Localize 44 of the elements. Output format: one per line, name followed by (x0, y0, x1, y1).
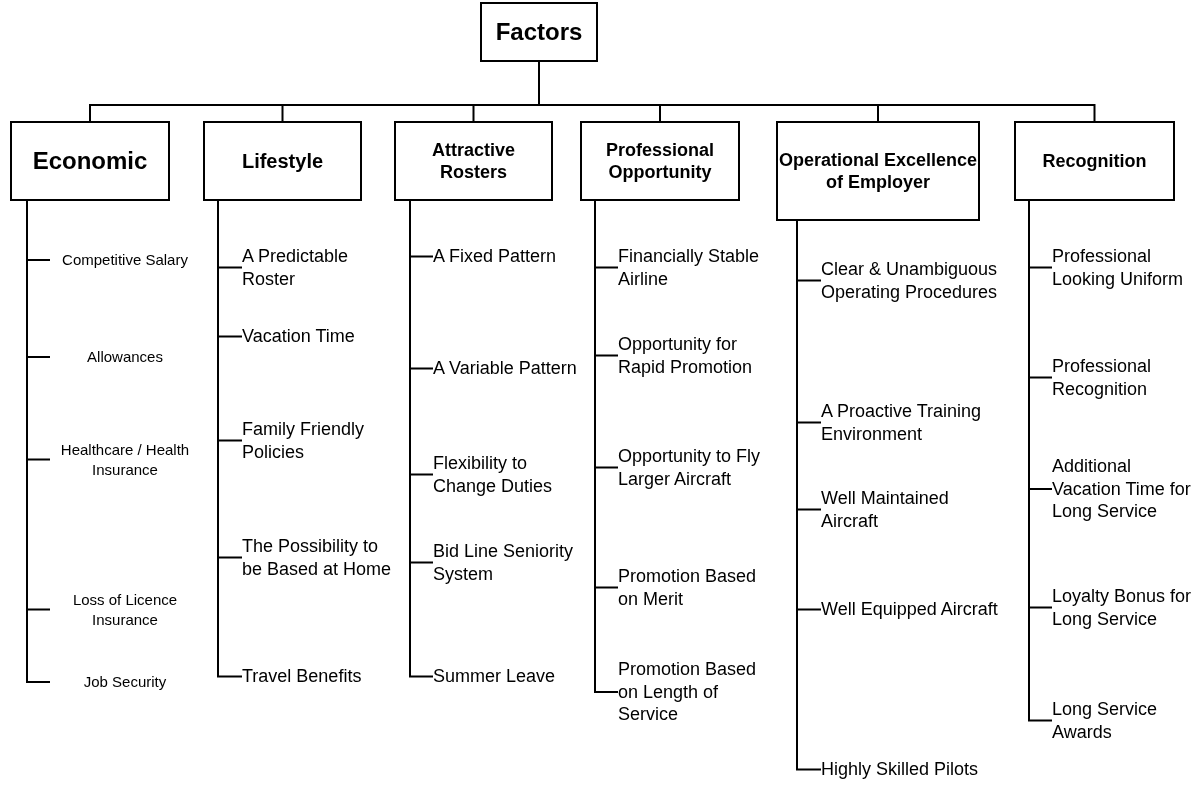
box-title: Lifestyle (241, 148, 324, 174)
factor-label: Loss of Licence Insurance (50, 590, 200, 629)
factor-label: Allowances (50, 347, 200, 367)
box-title: Recognition (1042, 149, 1147, 173)
factor-label: Highly Skilled Pilots (821, 758, 1006, 781)
factor-label: Financially Stable Airline (618, 245, 770, 290)
factor-label: A Variable Pattern (433, 357, 578, 380)
factor-label: Opportunity for Rapid Promotion (618, 333, 770, 378)
factor-label: Long Service Awards (1052, 698, 1198, 743)
factor-label: Well Equipped Aircraft (821, 598, 1006, 621)
category-box (580, 121, 740, 201)
box-title: Factors (495, 17, 583, 47)
box-title: Economic (32, 146, 148, 176)
factor-label: Healthcare / Health Insurance (50, 440, 200, 479)
factor-label: Well Maintained Aircraft (821, 487, 1006, 532)
factor-label: A Predictable Roster (242, 245, 402, 290)
factor-label: Promotion Based on Length of Service (618, 658, 770, 726)
factor-label: Professional Recognition (1052, 355, 1198, 400)
factor-label: Loyalty Bonus for Long Service (1052, 585, 1198, 630)
factor-label: Summer Leave (433, 665, 578, 688)
category-box (203, 121, 362, 201)
factor-label: Additional Vacation Time for Long Service (1052, 455, 1198, 523)
box-title: Operational Excellence of Employer (778, 148, 978, 194)
factor-label: A Proactive Training Environment (821, 400, 1006, 445)
category-box (394, 121, 553, 201)
factor-label: Bid Line Seniority System (433, 540, 578, 585)
factor-label: Family Friendly Policies (242, 418, 402, 463)
box-title: Attractive Rosters (431, 138, 516, 184)
factor-label: Opportunity to Fly Larger Aircraft (618, 445, 770, 490)
factor-label: A Fixed Pattern (433, 245, 578, 268)
factor-label: Professional Looking Uniform (1052, 245, 1198, 290)
factor-label: The Possibility to be Based at Home (242, 535, 402, 580)
factor-label: Clear & Unambiguous Operating Procedures (821, 258, 1006, 303)
box-title: Professional Opportunity (604, 138, 715, 184)
category-box (1014, 121, 1175, 201)
root-box (480, 2, 598, 62)
factor-label: Promotion Based on Merit (618, 565, 770, 610)
category-box (10, 121, 170, 201)
factor-label: Job Security (50, 672, 200, 692)
factor-label: Flexibility to Change Duties (433, 452, 578, 497)
factor-label: Travel Benefits (242, 665, 402, 688)
category-box (776, 121, 980, 221)
factor-label: Vacation Time (242, 325, 402, 348)
factor-label: Competitive Salary (50, 250, 200, 270)
